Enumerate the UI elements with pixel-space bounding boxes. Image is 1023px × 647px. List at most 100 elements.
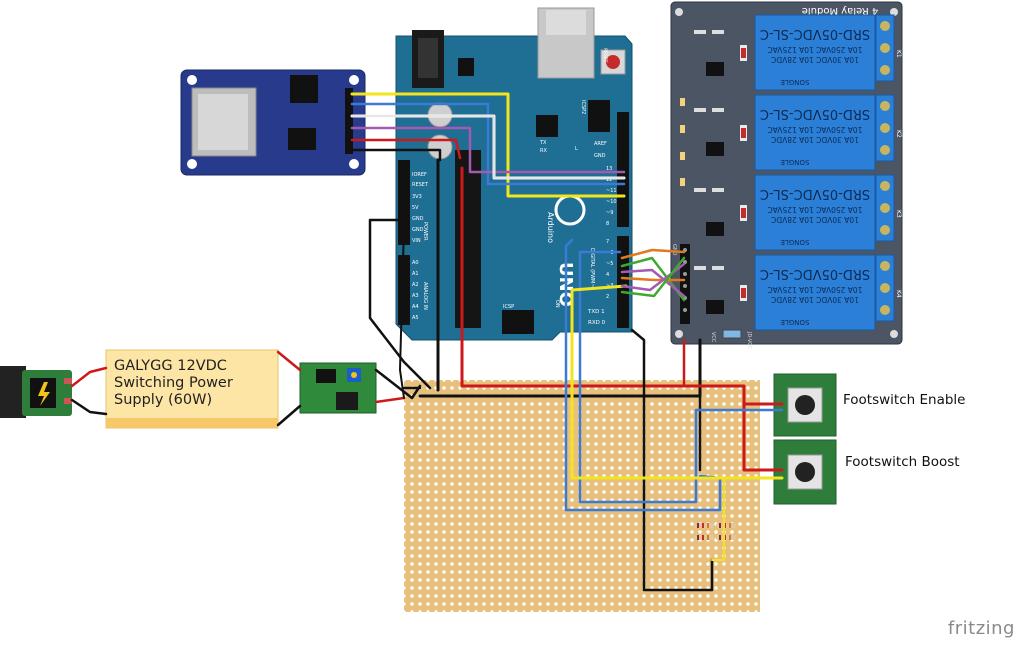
power-supply-line-2: Switching Power — [114, 375, 233, 391]
svg-text:A5: A5 — [412, 315, 419, 321]
arduino-brand: Arduino — [546, 212, 555, 243]
relay-channel-labels: K1 K2 K3 K4 — [895, 50, 902, 298]
svg-text:10A 30VDC 10A 28VDC: 10A 30VDC 10A 28VDC — [771, 295, 859, 304]
svg-text:SRD-05VDC-SL-C: SRD-05VDC-SL-C — [760, 106, 870, 121]
svg-text:ON: ON — [554, 300, 560, 308]
svg-text:~11: ~11 — [606, 188, 617, 194]
svg-text:RXD 0: RXD 0 — [588, 320, 606, 326]
power-supply-label: GALYGG 12VDC Switching Power Supply (60W… — [114, 358, 274, 409]
svg-text:7: 7 — [606, 239, 609, 245]
svg-text:RESET: RESET — [412, 182, 429, 188]
dc-dc-converter — [299, 362, 377, 414]
svg-text:8: 8 — [606, 221, 609, 227]
svg-text:A3: A3 — [412, 293, 419, 299]
svg-text:L: L — [575, 146, 578, 152]
svg-text:~9: ~9 — [606, 210, 613, 216]
svg-text:TX: TX — [539, 140, 547, 146]
power-bolt-icon — [38, 382, 50, 406]
resistors — [694, 523, 736, 540]
arduino-uno: RESET ICSP2 ICSP Arduino UNO AREF GND TX… — [395, 7, 633, 341]
svg-text:10A 250VAC 10A 125VAC: 10A 250VAC 10A 125VAC — [768, 125, 863, 134]
svg-text:AREF: AREF — [594, 141, 607, 147]
svg-text:13: 13 — [606, 166, 612, 172]
svg-text:10A 30VDC 10A 28VDC: 10A 30VDC 10A 28VDC — [771, 135, 859, 144]
svg-text:GND: GND — [594, 153, 606, 159]
svg-text:A4: A4 — [412, 304, 419, 310]
svg-text:K1: K1 — [895, 50, 902, 58]
svg-text:ICSP: ICSP — [503, 304, 514, 310]
svg-text:VCC: VCC — [710, 332, 716, 343]
svg-text:VIN: VIN — [412, 238, 421, 244]
svg-text:2: 2 — [606, 294, 609, 300]
svg-text:GND: GND — [412, 227, 424, 233]
icsp2-header — [588, 100, 610, 132]
footswitch-boost-label: Footswitch Boost — [845, 454, 960, 470]
power-jack — [0, 366, 72, 418]
power-supply-line-1: GALYGG 12VDC — [114, 358, 227, 374]
relay-input-header — [680, 244, 690, 324]
power-pin-labels: IOREF RESET 3V3 5V GND GND VIN — [412, 172, 429, 244]
svg-text:SONGLE: SONGLE — [781, 78, 810, 86]
svg-text:A0: A0 — [412, 260, 419, 266]
relay-jumper: JD-VCC VCC GND — [671, 244, 752, 350]
svg-text:GND: GND — [412, 216, 424, 222]
svg-text:SRD-05VDC-SL-C: SRD-05VDC-SL-C — [760, 26, 870, 41]
footswitch-enable-label: Footswitch Enable — [843, 392, 966, 408]
fritzing-watermark: fritzing — [947, 618, 1015, 639]
svg-text:~5: ~5 — [606, 261, 613, 267]
svg-text:10A 250VAC 10A 125VAC: 10A 250VAC 10A 125VAC — [768, 45, 863, 54]
svg-text:ICSP2: ICSP2 — [580, 100, 586, 114]
relay-k1: SRD-05VDC-SL-C 10A 250VAC 10A 125VAC 10A… — [754, 14, 876, 91]
icsp-header — [502, 310, 534, 334]
perfboard — [404, 380, 760, 612]
power-header — [398, 160, 410, 245]
svg-text:SONGLE: SONGLE — [781, 158, 810, 166]
svg-text:10A 250VAC 10A 125VAC: 10A 250VAC 10A 125VAC — [768, 285, 863, 294]
svg-text:DIGITAL (PWM~): DIGITAL (PWM~) — [589, 248, 595, 290]
svg-text:~10: ~10 — [606, 199, 617, 205]
svg-text:10A 30VDC 10A 28VDC: 10A 30VDC 10A 28VDC — [771, 55, 859, 64]
svg-text:10A 250VAC 10A 125VAC: 10A 250VAC 10A 125VAC — [768, 205, 863, 214]
analog-header — [398, 255, 410, 325]
sd-header — [345, 88, 353, 154]
svg-text:JD-VCC: JD-VCC — [746, 331, 752, 350]
power-supply — [105, 349, 279, 429]
svg-text:12: 12 — [606, 177, 612, 183]
analog-pin-labels: A0 A1 A2 A3 A4 A5 — [412, 260, 419, 321]
relay-k3: SRD-05VDC-SL-C 10A 250VAC 10A 125VAC 10A… — [754, 174, 876, 251]
svg-text:GND: GND — [671, 244, 677, 256]
svg-text:TXD 1: TXD 1 — [587, 309, 605, 315]
svg-text:POWER: POWER — [422, 222, 428, 241]
atmega-chip — [455, 150, 481, 328]
reset-button — [600, 49, 626, 75]
svg-text:SRD-05VDC-SL-C: SRD-05VDC-SL-C — [760, 266, 870, 281]
svg-text:10A 30VDC 10A 28VDC: 10A 30VDC 10A 28VDC — [771, 215, 859, 224]
relay-module-title: 4 Relay Module — [802, 5, 879, 16]
footswitch-boost — [773, 439, 837, 505]
svg-text:SONGLE: SONGLE — [781, 238, 810, 246]
relay-k2: SRD-05VDC-SL-C 10A 250VAC 10A 125VAC 10A… — [754, 94, 876, 171]
relay-module: 4 Relay Module SRD-05VDC-SL-C 10A 250VAC… — [670, 1, 903, 350]
svg-text:SRD-05VDC-SL-C: SRD-05VDC-SL-C — [760, 186, 870, 201]
digital-header-bottom — [617, 236, 629, 328]
sd-ic — [290, 75, 318, 103]
relay-k4: SRD-05VDC-SL-C 10A 250VAC 10A 125VAC 10A… — [754, 254, 876, 331]
svg-text:K2: K2 — [895, 130, 902, 138]
svg-text:A1: A1 — [412, 271, 419, 277]
svg-text:K3: K3 — [895, 210, 902, 218]
svg-text:IOREF: IOREF — [412, 172, 427, 178]
relay-terminal-blocks — [875, 14, 895, 322]
svg-text:RX: RX — [540, 148, 547, 154]
power-supply-line-3: Supply (60W) — [114, 392, 213, 408]
svg-text:SONGLE: SONGLE — [781, 318, 810, 326]
svg-text:3V3: 3V3 — [412, 194, 422, 200]
wires — [70, 92, 784, 592]
sd-card-module — [180, 69, 366, 176]
footswitch-enable — [773, 373, 837, 437]
digital-header-top — [617, 112, 629, 227]
relay-driver-components — [680, 30, 747, 314]
svg-text:ANALOG IN: ANALOG IN — [422, 282, 428, 310]
svg-text:4: 4 — [606, 272, 609, 278]
svg-text:RESET: RESET — [602, 48, 608, 63]
